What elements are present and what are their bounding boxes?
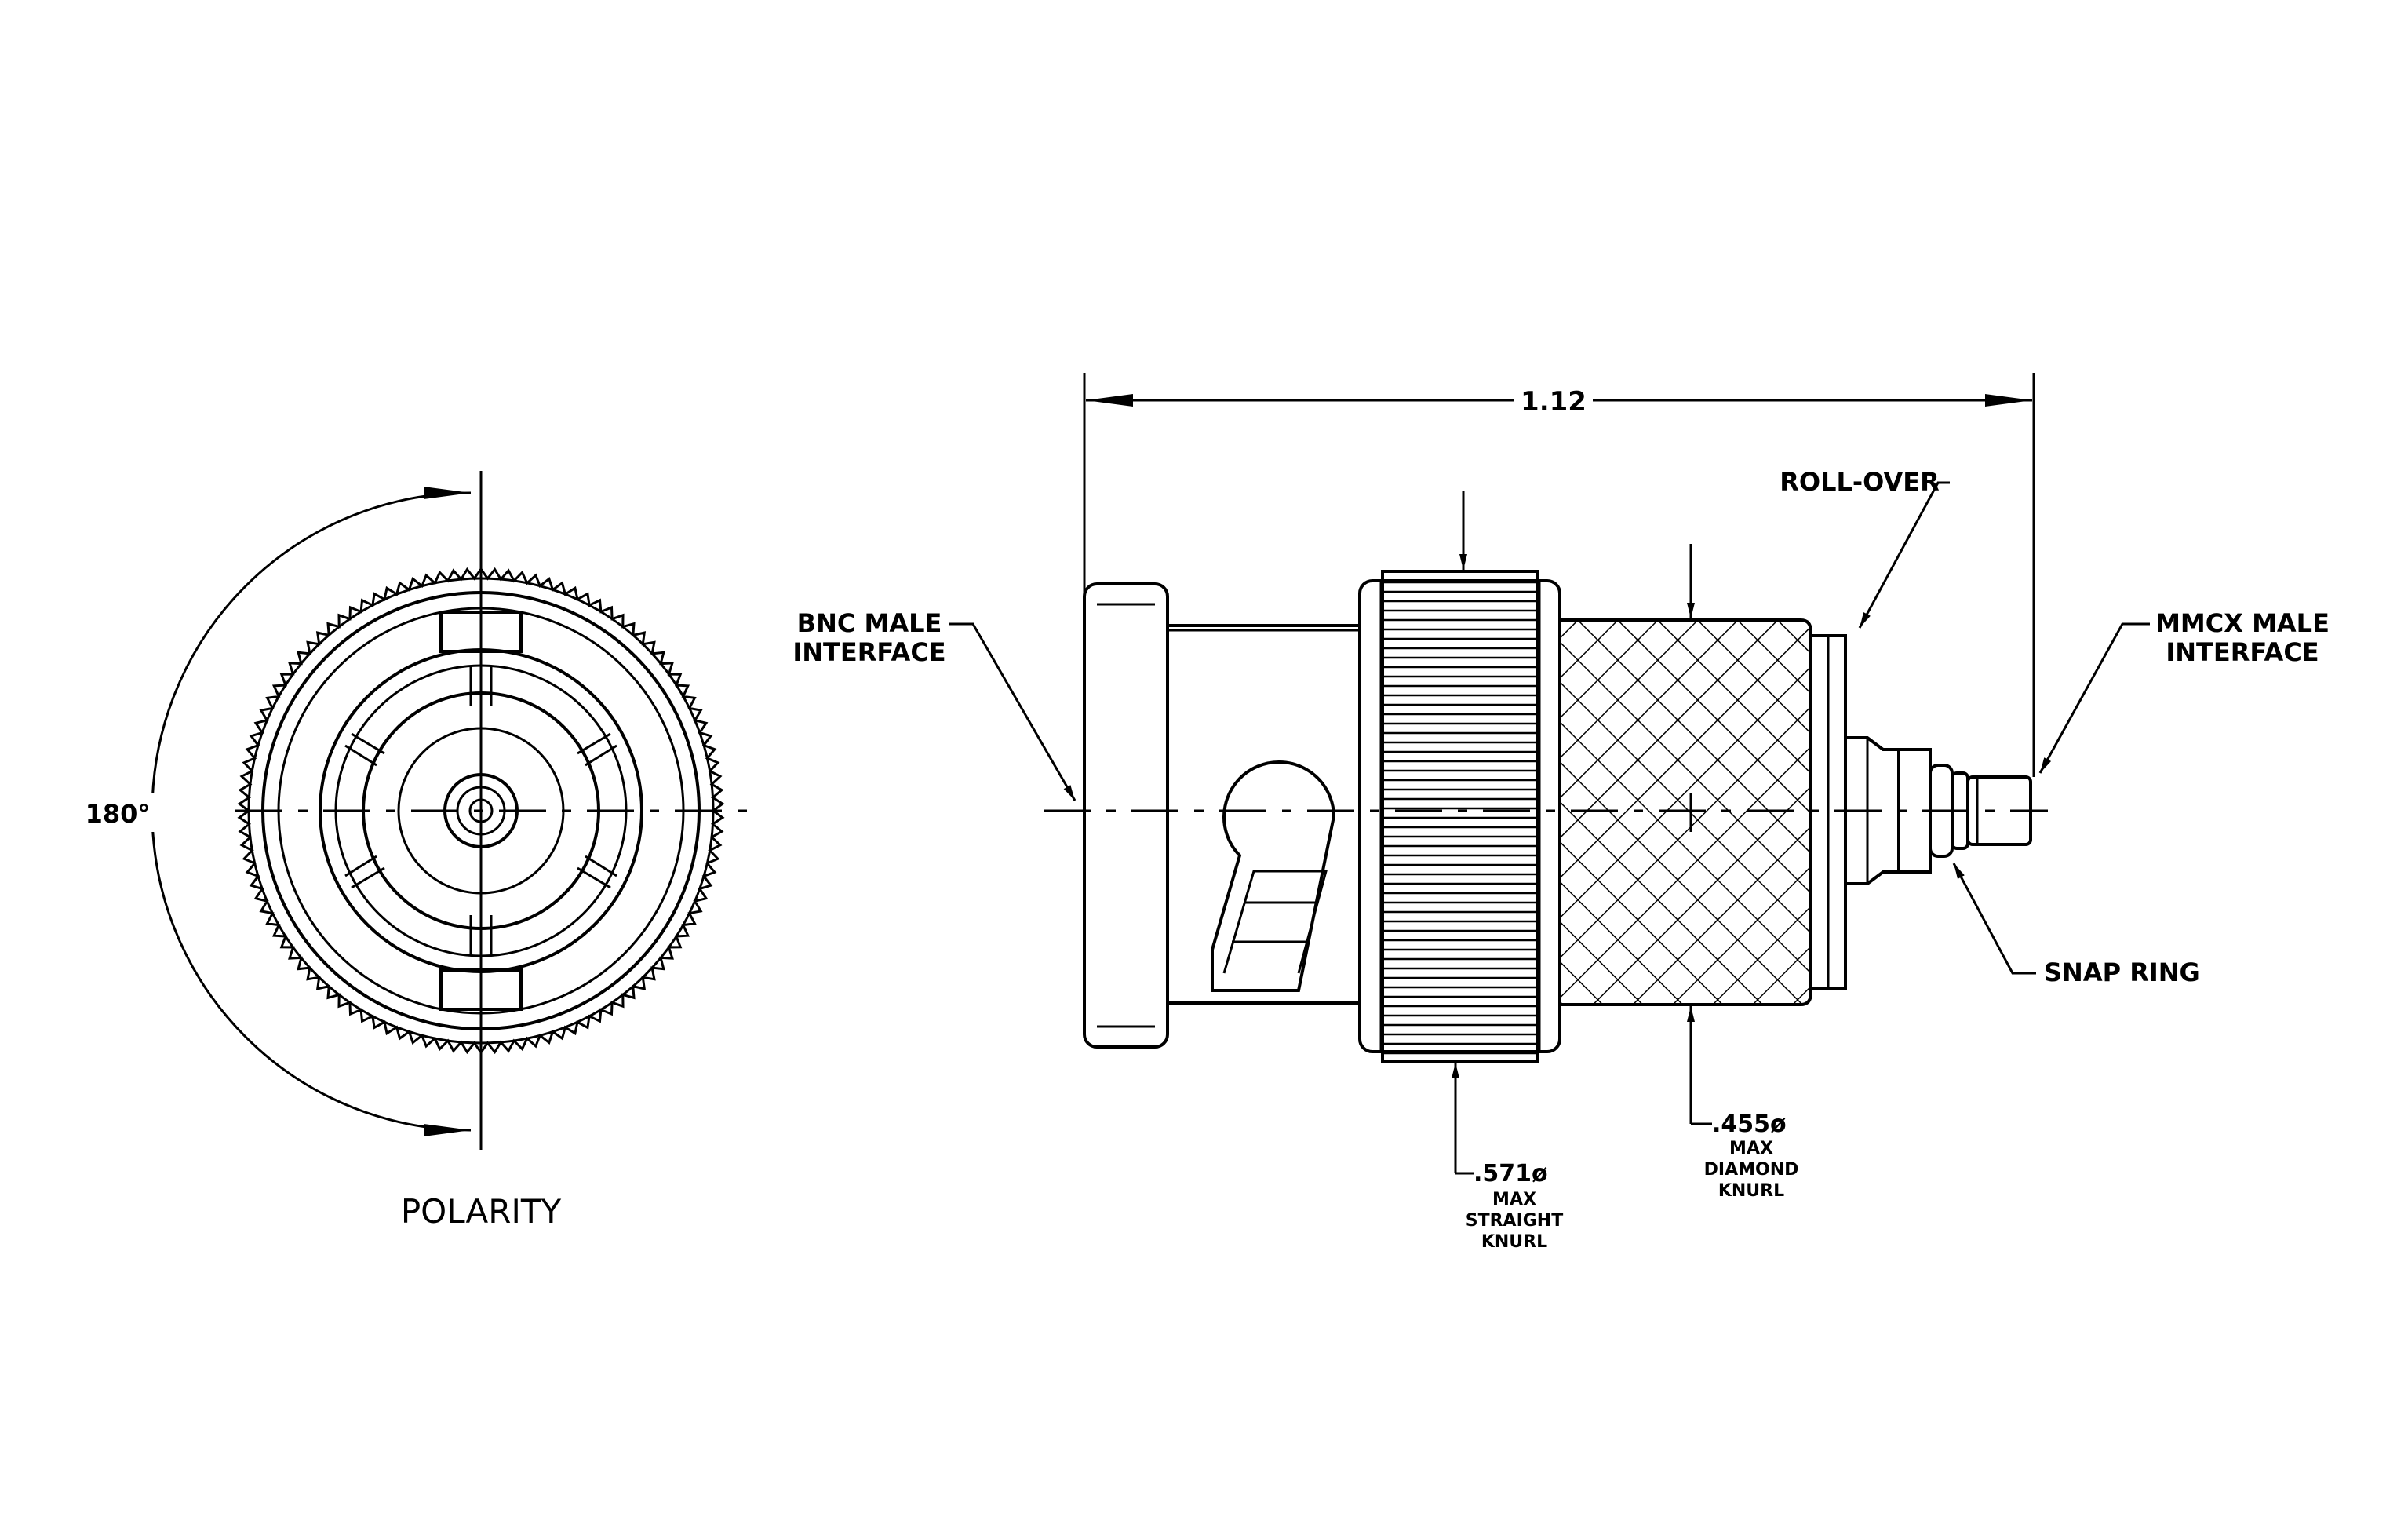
polarity-view: 180° POLARITY bbox=[69, 471, 753, 1231]
straight-knurl bbox=[1381, 570, 1539, 1063]
bnc-flange bbox=[1083, 582, 1169, 1049]
straight-knurl-note-1: MAX bbox=[1492, 1190, 1536, 1209]
bnc-label-2: INTERFACE bbox=[792, 637, 945, 667]
overall-length: 1.12 bbox=[1521, 386, 1587, 418]
angle-label: 180° bbox=[86, 799, 151, 829]
bnc-label-1: BNC MALE bbox=[797, 608, 942, 638]
straight-knurl-note-2: STRAIGHT bbox=[1466, 1211, 1563, 1231]
mmcx-leader bbox=[2038, 622, 2150, 774]
snap-ring-label: SNAP RING bbox=[2044, 957, 2200, 987]
rollover-label: ROLL-OVER bbox=[1780, 467, 1940, 497]
straight-knurl-note-3: KNURL bbox=[1481, 1232, 1547, 1252]
diamond-knurl-fill bbox=[1560, 620, 1811, 1005]
bnc-leader bbox=[949, 622, 1076, 801]
polarity-label: POLARITY bbox=[401, 1192, 562, 1231]
mmcx-label-1: MMCX MALE bbox=[2155, 608, 2330, 638]
straight-knurl-lines bbox=[1383, 581, 1538, 1055]
diamond-knurl-note-3: KNURL bbox=[1718, 1181, 1784, 1201]
rollover-leader bbox=[1858, 481, 1950, 629]
diamond-knurl-note-2: DIAMOND bbox=[1704, 1160, 1799, 1180]
bayonet-slot bbox=[1211, 760, 1336, 992]
coupling-nut bbox=[1358, 579, 1561, 1053]
snap-ring-leader bbox=[1952, 863, 2036, 975]
diamond-knurl-note-1: MAX bbox=[1729, 1139, 1773, 1158]
diamond-knurl-dia: .455ø bbox=[1712, 1111, 1787, 1138]
straight-knurl-dia: .571ø bbox=[1474, 1160, 1548, 1187]
side-view: 1.12 bbox=[792, 373, 2330, 1252]
mmcx-label-2: INTERFACE bbox=[2166, 637, 2319, 667]
angle-label-bg bbox=[69, 793, 155, 832]
